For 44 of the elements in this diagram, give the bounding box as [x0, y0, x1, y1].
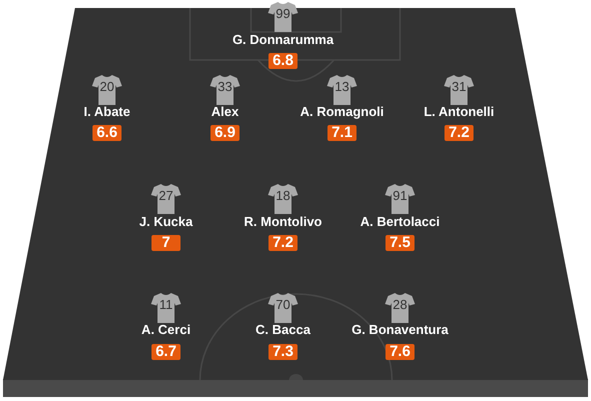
rating-badge: 7 [152, 235, 180, 251]
shirt-number: 33 [216, 79, 234, 95]
jersey-shape [327, 75, 357, 105]
shirt-number: 28 [392, 297, 408, 313]
player-name: G. Donnarumma [232, 32, 334, 48]
jersey-shape [268, 2, 298, 32]
rating-badge: 6.9 [210, 125, 240, 141]
jersey-shape [268, 184, 298, 214]
jersey-shape [385, 293, 415, 323]
player-name: A. Cerci [141, 322, 191, 338]
rating-badge: 6.8 [268, 53, 298, 69]
player-name: A. Romagnoli [300, 104, 384, 120]
jersey-shape [92, 75, 122, 105]
player-name: G. Bonaventura [352, 322, 448, 338]
jersey-shape [151, 184, 181, 214]
rating-badge: 6.6 [92, 125, 122, 141]
player-name: Alex [211, 104, 239, 120]
shirt-number: 18 [274, 188, 292, 204]
rating-badge: 7.2 [444, 125, 474, 141]
rating-badge: 7.3 [268, 344, 298, 360]
rating-badge: 7.1 [328, 125, 356, 141]
shirt-number: 11 [158, 297, 174, 313]
jersey-shape [210, 75, 240, 105]
player-name: A. Bertolacci [360, 214, 440, 230]
shirt-number: 20 [98, 79, 116, 95]
jersey-shape [268, 293, 298, 323]
shirt-number: 91 [392, 188, 408, 204]
rating-badge: 6.7 [152, 344, 180, 360]
player-name: R. Montolivo [244, 214, 322, 230]
rating-badge: 7.2 [268, 235, 298, 251]
player-name: I. Abate [84, 104, 130, 120]
shirt-number: 99 [274, 6, 292, 22]
rating-badge: 7.6 [386, 344, 414, 360]
player-name: L. Antonelli [424, 104, 494, 120]
player-name: C. Bacca [256, 322, 310, 338]
shirt-number: 27 [158, 188, 174, 204]
rating-badge: 7.5 [386, 235, 414, 251]
shirt-number: 13 [334, 79, 350, 95]
player-name: J. Kucka [139, 214, 193, 230]
jersey-shape [385, 184, 415, 214]
shirt-number: 31 [450, 79, 468, 95]
jersey-shape [151, 293, 181, 323]
shirt-number: 70 [274, 297, 292, 313]
jersey-shape [444, 75, 474, 105]
